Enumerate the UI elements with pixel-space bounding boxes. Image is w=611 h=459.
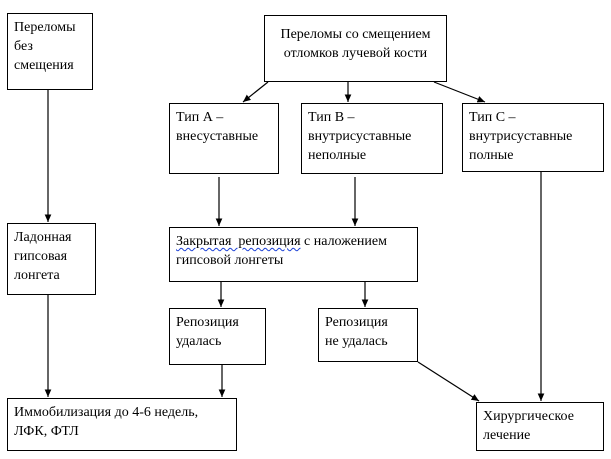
box-reposition-ok-line-1: Репозиция <box>176 315 239 330</box>
box-type-c-line-3: полные <box>469 148 514 163</box>
box-palmar-cast: Ладонная гипсовая лонгета <box>7 223 96 295</box>
box-type-c-line-2: внутрисуставные <box>469 129 573 144</box>
box-closed-reposition: Закрытая репозиция с наложением гипсовой… <box>169 227 418 282</box>
box-type-a: Тип А – внесуставные <box>169 103 279 174</box>
box-reposition-ok: Репозиция удалась <box>169 308 266 365</box>
box-displacement-line-2: отломков лучевой кости <box>283 46 428 61</box>
box-reposition-ok-line-2: удалась <box>176 334 222 349</box>
box-type-b: Тип В – внутрисуставные неполные <box>301 103 443 174</box>
box-displacement: Переломы со смещением отломков лучевой к… <box>264 15 447 82</box>
box-no-displacement: Переломы без смещения <box>7 13 93 90</box>
box-type-b-line-1: Тип В – <box>308 110 355 125</box>
arrow-failed-to-surgery <box>417 361 480 402</box>
box-surgery-line-2: лечение <box>483 428 531 443</box>
box-type-c-line-1: Тип С – <box>469 110 516 125</box>
box-closed-reposition-line-1: Закрытая репозиция с наложением <box>176 232 411 251</box>
box-type-c: Тип С – внутрисуставные полные <box>462 103 604 172</box>
box-no-displacement-line-2: без <box>14 39 33 54</box>
box-no-displacement-line-3: смещения <box>14 58 74 73</box>
box-immobilization: Иммобилизация до 4-6 недель, ЛФК, ФТЛ <box>7 398 237 451</box>
box-surgery: Хирургическое лечение <box>476 402 604 451</box>
box-reposition-failed-line-2: не удалась <box>325 334 388 349</box>
arrow-disp-to-typec <box>433 81 486 103</box>
box-type-a-line-1: Тип А – <box>176 110 224 125</box>
box-type-b-line-3: неполные <box>308 148 367 163</box>
box-reposition-failed: Репозиция не удалась <box>318 308 418 362</box>
spellcheck-underlined-text: Закрытая репозиция <box>176 234 301 249</box>
box-type-a-line-2: внесуставные <box>176 129 259 144</box>
box-closed-reposition-line-1-rest: с наложением <box>300 234 387 249</box>
box-surgery-line-1: Хирургическое <box>483 409 574 424</box>
box-palmar-cast-line-2: гипсовая <box>14 249 68 264</box>
box-displacement-line-1: Переломы со смещением <box>280 27 431 42</box>
box-palmar-cast-line-1: Ладонная <box>14 230 72 245</box>
box-reposition-failed-line-1: Репозиция <box>325 315 388 330</box>
arrow-disp-to-typea <box>242 81 269 103</box>
box-no-displacement-line-1: Переломы <box>14 20 76 35</box>
box-palmar-cast-line-3: лонгета <box>14 268 60 283</box>
box-immobilization-line-2: ЛФК, ФТЛ <box>14 424 79 439</box>
box-immobilization-line-1: Иммобилизация до 4-6 недель, <box>14 405 199 420</box>
box-closed-reposition-line-2: гипсовой лонгеты <box>176 253 284 268</box>
box-type-b-line-2: внутрисуставные <box>308 129 412 144</box>
